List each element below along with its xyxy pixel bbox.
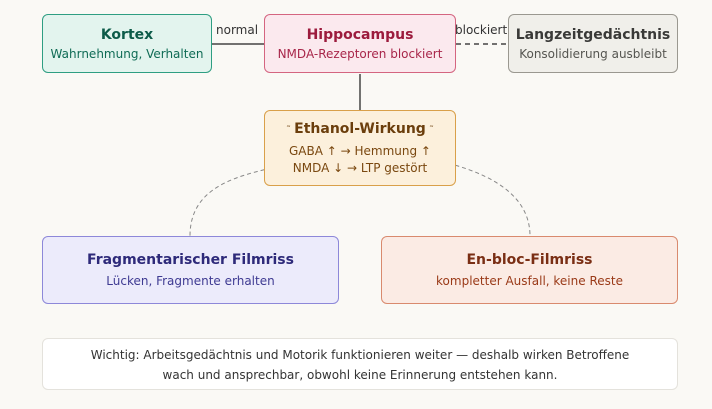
node-hippocampus-sub: NMDA-Rezeptoren blockiert bbox=[277, 46, 443, 61]
sparkle-right-icon: ˜ bbox=[425, 125, 435, 136]
node-enbloc-title: En-bloc-Filmriss bbox=[466, 252, 593, 268]
node-hippocampus: Hippocampus NMDA-Rezeptoren blockiert bbox=[264, 14, 456, 73]
node-ethanol-title: ˜ Ethanol-Wirkung ˜ bbox=[286, 120, 434, 140]
node-ethanol-line1: GABA ↑ → Hemmung ↑ bbox=[289, 144, 431, 158]
node-en-bloc-filmriss: En-bloc-Filmriss kompletter Ausfall, kei… bbox=[381, 236, 678, 304]
sparkle-left-icon: ˜ bbox=[285, 125, 295, 136]
node-kortex-title: Kortex bbox=[100, 26, 154, 43]
node-langzeit-title: Langzeitgedächtnis bbox=[515, 26, 671, 43]
node-langzeit-sub: Konsolidierung ausbleibt bbox=[519, 46, 667, 61]
node-ethanol-title-text: Ethanol-Wirkung bbox=[294, 121, 426, 137]
node-hippocampus-title: Hippocampus bbox=[306, 26, 414, 43]
node-langzeitgedaechtnis: Langzeitgedächtnis Konsolidierung ausble… bbox=[508, 14, 678, 73]
edge-label-normal: normal bbox=[214, 23, 261, 37]
node-kortex: Kortex Wahrnehmung, Verhalten bbox=[42, 14, 212, 73]
node-ethanol-line2: NMDA ↓ → LTP gestört bbox=[292, 161, 428, 175]
node-enbloc-sub: kompletter Ausfall, keine Reste bbox=[436, 274, 623, 288]
note-box: Wichtig: Arbeitsgedächtnis und Motorik f… bbox=[42, 338, 678, 390]
node-kortex-sub: Wahrnehmung, Verhalten bbox=[50, 46, 204, 61]
node-fragmentarischer-filmriss: Fragmentarischer Filmriss Lücken, Fragme… bbox=[42, 236, 339, 304]
note-line-1: Wichtig: Arbeitsgedächtnis und Motorik f… bbox=[90, 348, 630, 362]
node-fragmentarisch-sub: Lücken, Fragmente erhalten bbox=[106, 274, 275, 288]
node-ethanol-wirkung: ˜ Ethanol-Wirkung ˜ GABA ↑ → Hemmung ↑ N… bbox=[264, 110, 456, 186]
note-line-2: wach und ansprechbar, obwohl keine Erinn… bbox=[162, 368, 558, 382]
node-fragmentarisch-title: Fragmentarischer Filmriss bbox=[87, 252, 294, 268]
edge-label-blockiert: blockiert bbox=[453, 23, 510, 37]
